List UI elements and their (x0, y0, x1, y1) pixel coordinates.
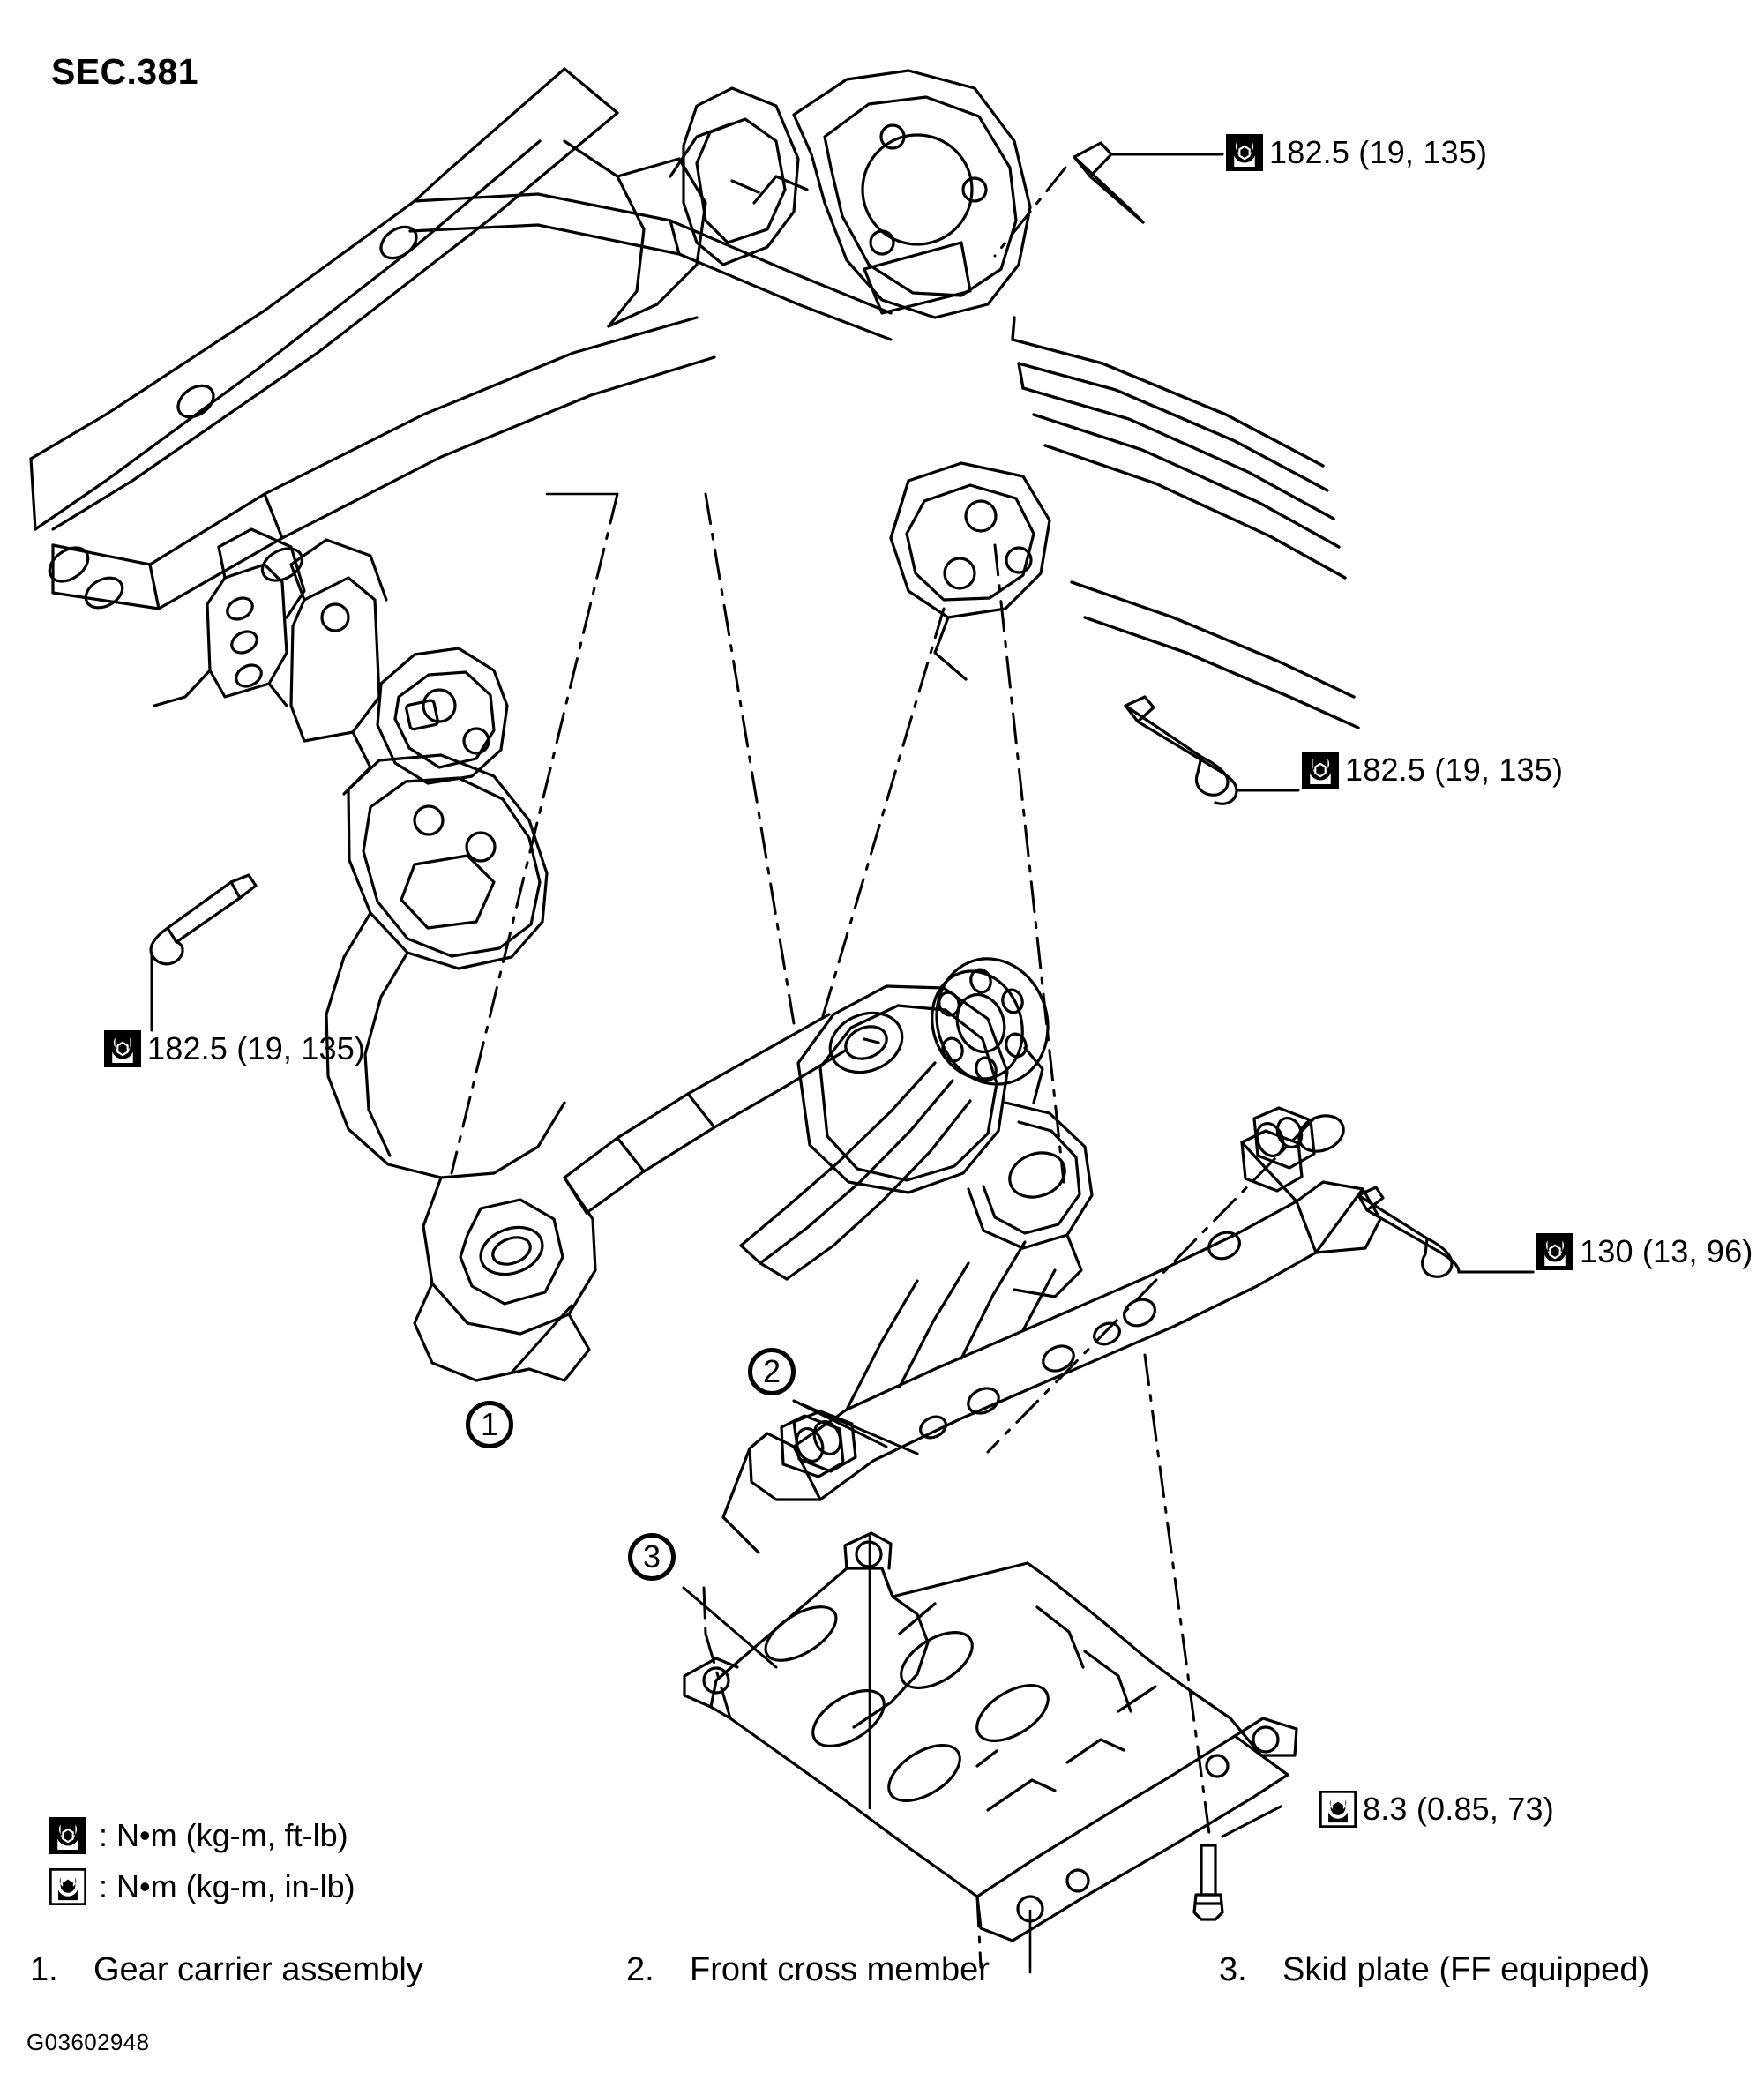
torque-spec-value: 130 (13, 96) (1580, 1233, 1753, 1269)
legend-row-ftlb: : N•m (kg-m, ft-lb) (49, 1810, 355, 1861)
left-bracket-pillar (289, 538, 388, 796)
parts-list: 1. Gear carrier assembly 2. Front cross … (0, 1951, 1764, 2004)
frame-rail-upper-left (29, 67, 619, 583)
bolt-cross-member (1357, 1186, 1461, 1278)
assembly-axis-plain (545, 492, 1032, 1974)
gear-carrier-assembly (325, 647, 1094, 1382)
bolt-left (149, 873, 258, 966)
item-number: 3. (1219, 1951, 1247, 1988)
spring-hanger-bracket-top (792, 69, 1032, 319)
torque-spec-top-right: 182.5 (19, 135) (1226, 134, 1487, 171)
callout-2: 2 (748, 1348, 796, 1395)
parts-list-item-2: 2. Front cross member (626, 1951, 990, 1989)
parts-list-item-1: 1. Gear carrier assembly (30, 1951, 423, 1989)
torque-spec-mid-right: 182.5 (19, 135) (1302, 752, 1563, 789)
right-spring-seat-bracket (889, 461, 1051, 681)
callout-3: 3 (628, 1533, 676, 1581)
torque-spec-cross-member: 130 (13, 96) (1536, 1233, 1753, 1270)
torque-spec-left: 182.5 (19, 135) (104, 1030, 365, 1067)
torque-wrench-ftlb-icon (49, 1817, 86, 1854)
torque-wrench-ftlb-icon (1226, 134, 1263, 171)
item-number: 2. (626, 1951, 654, 1988)
frame-cross-rail-upper (408, 192, 893, 341)
callout-number: 3 (642, 1538, 662, 1575)
torque-wrench-ftlb-icon (1536, 1233, 1573, 1270)
figure-id: G03602948 (26, 2029, 150, 2055)
leaf-spring-lower (1070, 580, 1360, 729)
front-cross-member (721, 1106, 1382, 1554)
callout-leaders (510, 1304, 919, 1669)
legend-row-inlb: : N•m (kg-m, in-lb) (49, 1861, 355, 1912)
leaf-spring-upper (1011, 316, 1347, 580)
torque-wrench-ftlb-icon (104, 1030, 141, 1067)
legend-text: : N•m (kg-m, ft-lb) (99, 1817, 348, 1853)
upper-bracket-arms (563, 122, 809, 328)
callout-1: 1 (466, 1401, 513, 1448)
callout-number: 1 (480, 1406, 499, 1442)
item-label: Front cross member (690, 1951, 990, 1988)
item-number: 1. (30, 1951, 58, 1988)
left-spring-bracket (153, 527, 306, 707)
bolt-skid-plate (1192, 1844, 1224, 1921)
bolt-mid-right (1124, 695, 1238, 805)
torque-spec-skid-plate: 8.3 (0.85, 73) (1319, 1791, 1554, 1828)
torque-spec-value: 182.5 (19, 135) (147, 1030, 366, 1066)
leader-lines (150, 153, 1535, 1838)
torque-spec-value: 182.5 (19, 135) (1345, 752, 1564, 788)
units-legend: : N•m (kg-m, ft-lb) : N•m (kg-m, in-lb) (49, 1810, 355, 1912)
frame-rail-left-lower (51, 316, 716, 610)
callout-number: 2 (762, 1353, 781, 1389)
legend-text: : N•m (kg-m, in-lb) (99, 1868, 355, 1904)
companion-flange (931, 957, 1050, 1104)
torque-spec-value: 8.3 (0.85, 73) (1363, 1791, 1554, 1827)
parts-list-item-3: 3. Skid plate (FF equipped) (1219, 1951, 1649, 1989)
torque-wrench-ftlb-icon (1302, 752, 1339, 789)
item-label: Gear carrier assembly (93, 1951, 423, 1988)
torque-wrench-inlb-icon (49, 1868, 86, 1905)
assembly-axis-lines (450, 166, 1316, 1969)
item-label: Skid plate (FF equipped) (1282, 1951, 1650, 1988)
section-title: SEC.381 (51, 51, 198, 92)
torque-wrench-inlb-icon (1319, 1791, 1357, 1828)
skid-plate (683, 1531, 1298, 1942)
torque-spec-value: 182.5 (19, 135) (1269, 134, 1488, 170)
